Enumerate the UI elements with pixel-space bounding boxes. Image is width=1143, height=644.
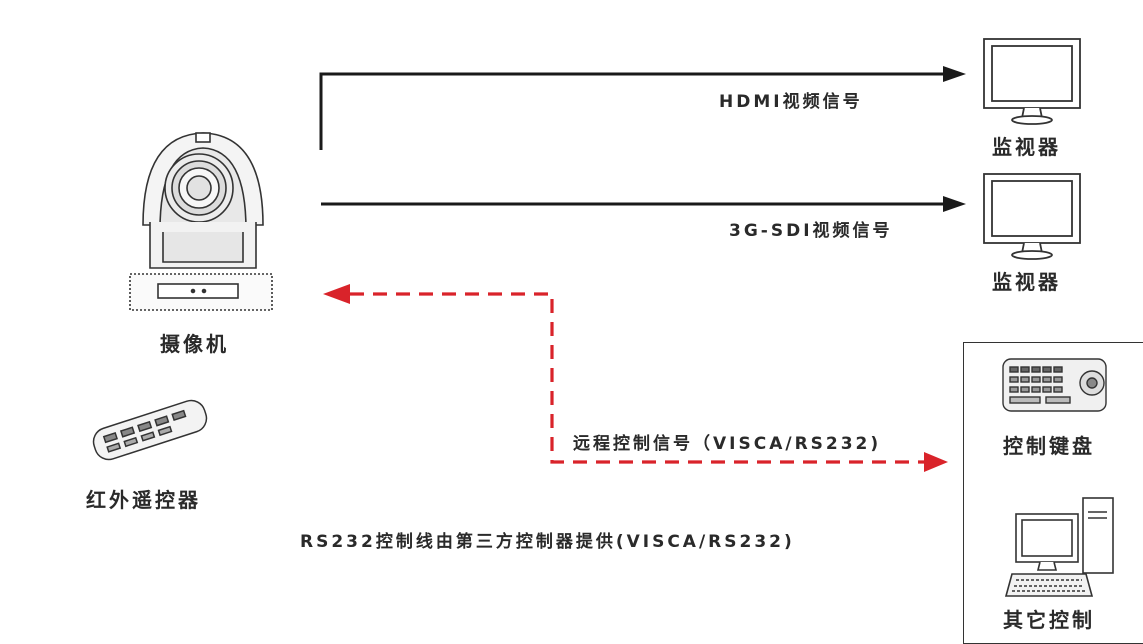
hdmi-signal-label: HDMI视频信号	[719, 92, 863, 112]
ir-remote-label: 红外遥控器	[86, 488, 201, 512]
remote-control-signal-line	[323, 284, 948, 472]
ir-remote-icon	[92, 399, 208, 461]
sdi-connection-line	[321, 196, 966, 212]
monitor-icon-top	[983, 38, 1081, 125]
rs232-note: RS232控制线由第三方控制器提供(VISCA/RS232)	[300, 532, 795, 552]
remote-control-signal-label: 远程控制信号（VISCA/RS232)	[573, 434, 882, 454]
monitor-middle-label: 监视器	[992, 270, 1061, 294]
monitor-top-label: 监视器	[992, 135, 1061, 159]
sdi-signal-label: 3G-SDI视频信号	[729, 221, 893, 241]
other-control-label: 其它控制	[1003, 608, 1095, 632]
third-party-controller-box	[963, 342, 1143, 644]
camera-icon	[129, 132, 273, 311]
control-keyboard-icon	[1002, 358, 1107, 412]
monitor-icon-middle	[983, 173, 1081, 260]
computer-icon	[1004, 497, 1114, 597]
camera-label: 摄像机	[160, 332, 229, 356]
control-keyboard-label: 控制键盘	[1003, 434, 1095, 458]
hdmi-connection-line	[319, 66, 966, 150]
